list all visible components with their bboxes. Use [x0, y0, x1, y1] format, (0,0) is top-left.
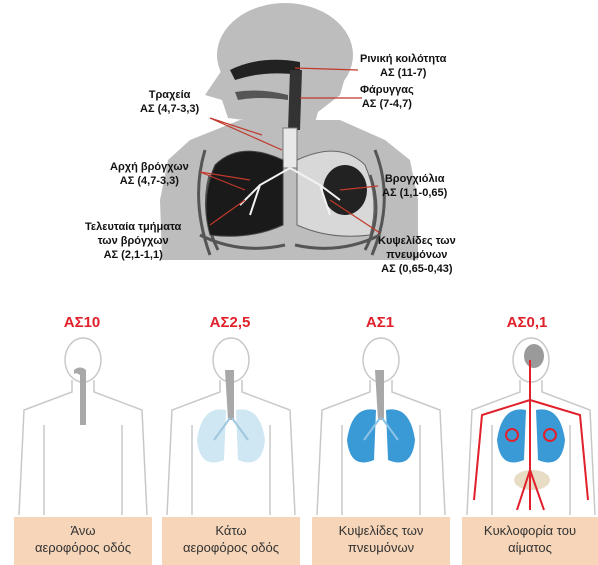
figure-alveoli	[312, 330, 450, 515]
ps-label-upper-airway: ΑΣ10	[22, 314, 142, 331]
figure-upper-airway	[14, 330, 152, 515]
left-lung	[206, 151, 283, 236]
trachea	[283, 128, 297, 168]
ps-label-lower-airway: ΑΣ2,5	[170, 314, 290, 331]
ps-label-alveoli: ΑΣ1	[320, 314, 440, 331]
figure-circulation	[462, 330, 598, 515]
pharynx	[288, 70, 302, 130]
ps-label-circulation: ΑΣ0,1	[467, 314, 587, 331]
figure-lower-airway	[162, 330, 300, 515]
